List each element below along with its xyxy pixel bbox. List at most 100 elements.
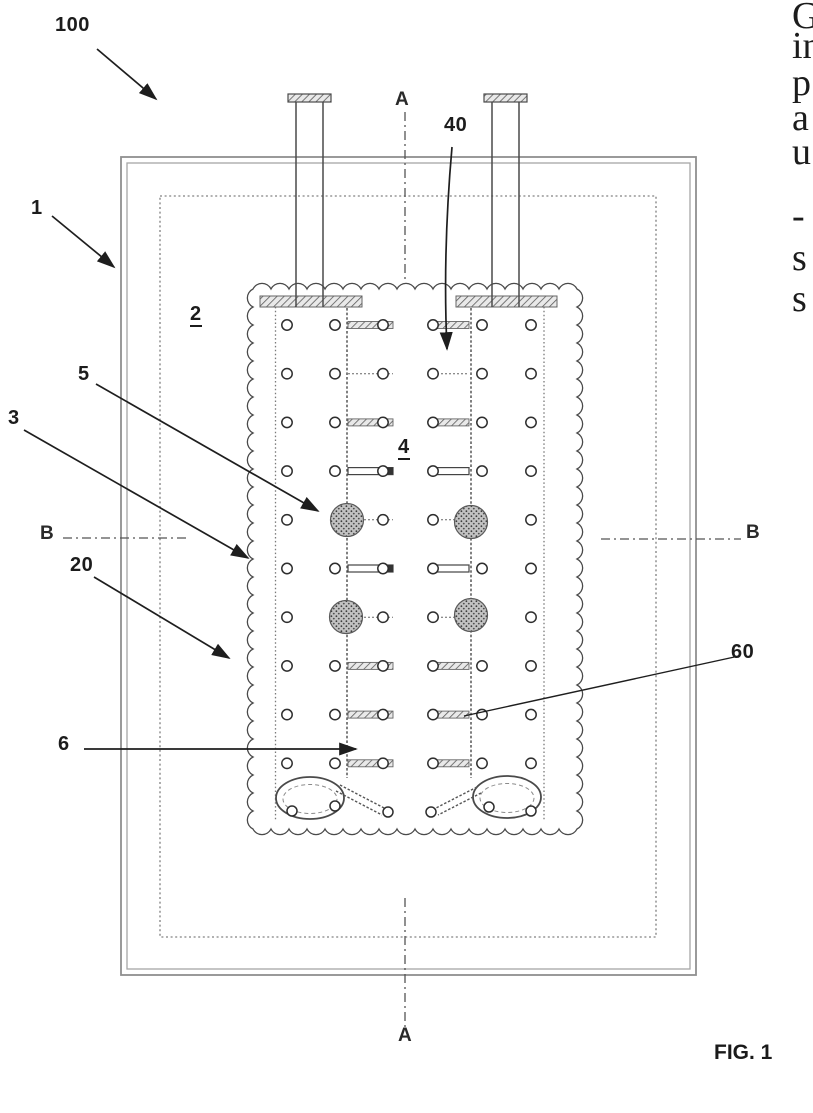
figure-caption: FIG. 1 [714, 1041, 773, 1064]
baffle-bar [347, 710, 394, 719]
ref-label-60: 60 [731, 641, 755, 663]
ref-label-2: 2 [190, 303, 202, 327]
tube-end-circle [525, 708, 537, 721]
large-tube-circle [328, 599, 364, 635]
tube-end-circle [483, 801, 495, 813]
edge-text-line: s [792, 278, 807, 320]
edge-text-line: u [792, 131, 811, 173]
baffle-bar [347, 321, 394, 329]
edge-text-line: - [792, 195, 805, 237]
pipe-right [483, 93, 528, 307]
large-tube-circle [453, 597, 489, 633]
baffle-bar-end [388, 467, 393, 475]
tube-sheet-left [259, 295, 363, 308]
tube-end-circle [377, 513, 389, 526]
tube-end-circle [525, 416, 537, 429]
tube-end-circle [525, 367, 537, 380]
section-marker-b-left: B [40, 523, 54, 544]
leader-5 [95, 383, 320, 512]
diagonal-tube-line [437, 792, 482, 816]
tube-end-circle [476, 562, 488, 575]
vessel-scalloped-wall [246, 282, 584, 836]
ref-label-5: 5 [78, 363, 90, 385]
tube-end-circle [281, 611, 293, 624]
diagonal-tube-line [335, 790, 383, 816]
tube-end-circle [476, 367, 488, 380]
large-tube-circle [453, 504, 489, 540]
tube-end-circle [377, 708, 389, 721]
section-marker-a-bottom: A [398, 1025, 412, 1046]
tube-end-circle [525, 757, 537, 770]
tube-end-circle [427, 708, 439, 721]
tube-end-circle [329, 659, 341, 672]
tube-end-circle [377, 319, 389, 331]
tube-end-circle [476, 757, 488, 770]
tube-end-circle [377, 367, 389, 380]
tube-end-circle [329, 562, 341, 575]
leader-arrows [23, 48, 740, 756]
leader-100 [96, 48, 158, 101]
edge-text-line: s [792, 237, 807, 279]
tube-end-circle [427, 757, 439, 770]
tube-end-circle [281, 367, 293, 380]
tube-end-circle [525, 805, 537, 817]
diagonal-tube-line [433, 786, 478, 810]
tube-end-circle [329, 465, 341, 478]
edge-text-line: a [792, 97, 809, 139]
tube-end-circle [476, 319, 488, 331]
section-marker-a-top: A [395, 89, 409, 110]
tube-end-circle [525, 562, 537, 575]
tube-end-circle [427, 659, 439, 672]
tube-end-circle [329, 800, 341, 812]
diagonal-tube-line [339, 784, 387, 810]
tube-end-circle [427, 416, 439, 429]
leader-1 [51, 215, 116, 269]
bottom-header-ellipse [275, 776, 345, 820]
tube-end-circle [281, 659, 293, 672]
tube-end-circle [525, 659, 537, 672]
tube-end-circle [425, 806, 437, 818]
tube-end-circle [281, 416, 293, 429]
tube-end-circle [427, 611, 439, 624]
tube-end-circle [281, 319, 293, 331]
vessel-assembly [246, 282, 584, 836]
ref-label-6: 6 [58, 733, 70, 755]
tube-end-circle [427, 465, 439, 478]
tube-end-circle [281, 513, 293, 526]
inner-enclosure-rect [159, 195, 657, 938]
edge-text-line: G [792, 0, 813, 37]
tube-end-circle [476, 416, 488, 429]
ref-label-40: 40 [444, 114, 468, 136]
ref-label-100: 100 [55, 14, 90, 36]
tube-end-circle [377, 757, 389, 770]
tube-end-circle [377, 611, 389, 624]
pipe-left [287, 93, 332, 307]
bottom-header-inner [479, 783, 535, 813]
tube-end-circle [525, 465, 537, 478]
ref-label-3: 3 [8, 407, 20, 429]
tube-sheet-right [455, 295, 558, 308]
tube-end-circle [427, 367, 439, 380]
tube-end-circle [329, 319, 341, 331]
tube-end-circle [377, 659, 389, 672]
baffle-bar [347, 418, 394, 427]
tube-end-circle [281, 757, 293, 770]
tube-end-circle [281, 708, 293, 721]
tube-end-circle [329, 708, 341, 721]
tube-end-circle [329, 367, 341, 380]
tube-end-circle [377, 416, 389, 429]
tube-end-circle [377, 562, 389, 575]
ref-label-4: 4 [398, 436, 410, 460]
tube-end-circle [427, 562, 439, 575]
baffle-bar [347, 661, 394, 670]
bottom-header-inner [282, 784, 338, 814]
tube-end-circle [329, 416, 341, 429]
baffle-bar [347, 759, 394, 768]
ref-label-20: 20 [70, 554, 94, 576]
edge-text-line: p [792, 62, 811, 104]
leader-3 [23, 429, 250, 559]
leader-20 [93, 576, 231, 659]
leader-60 [463, 655, 740, 717]
